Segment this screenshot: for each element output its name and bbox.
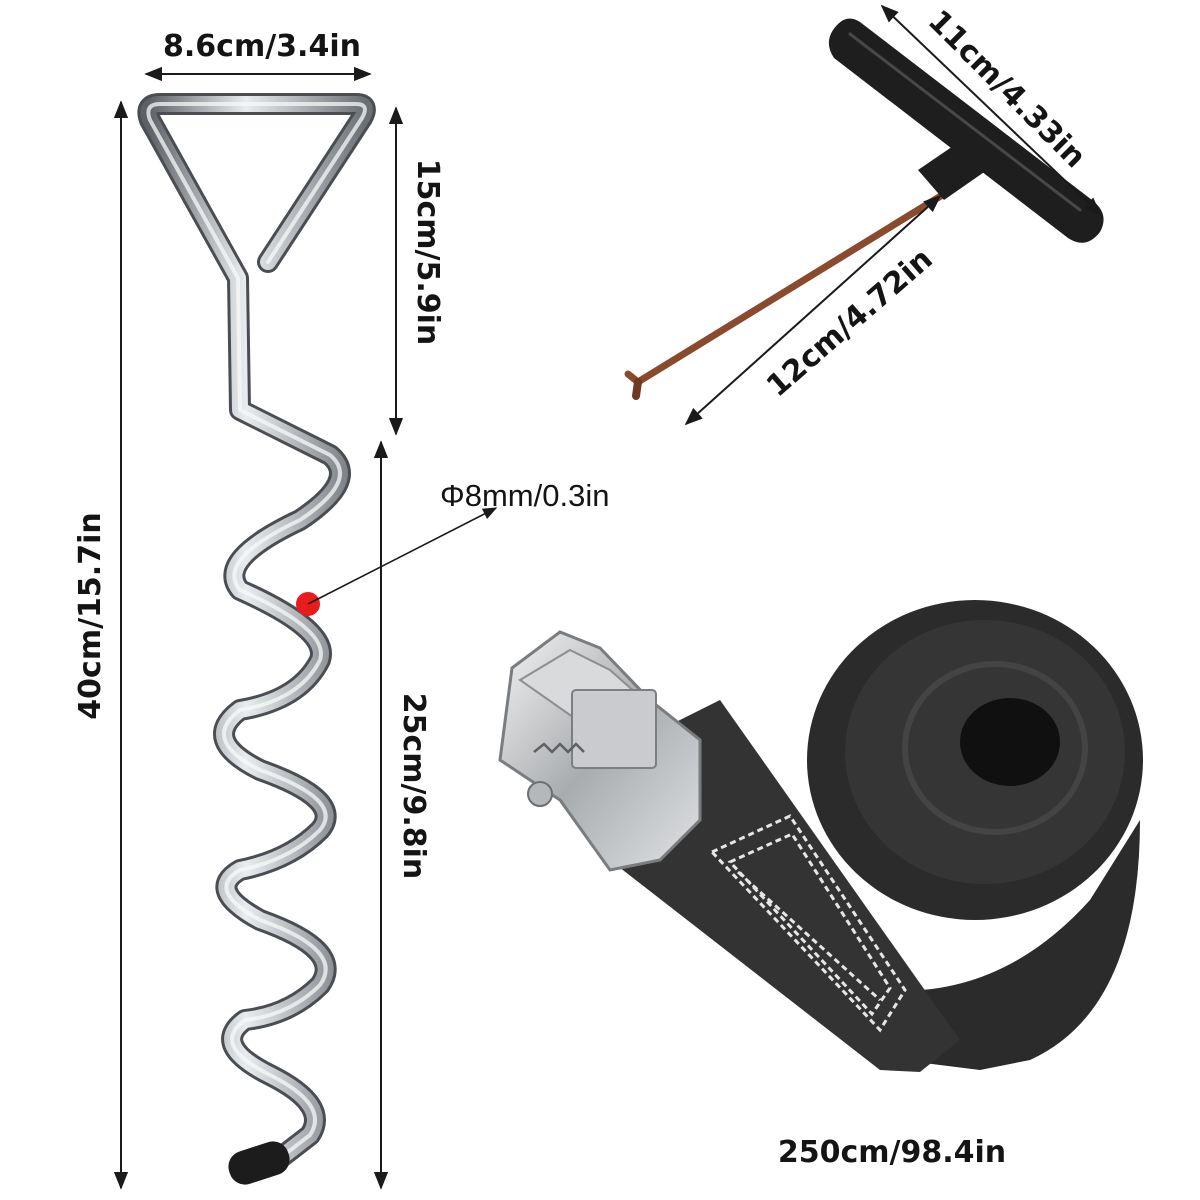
anchor-width-label: 8.6cm/3.4in — [163, 29, 361, 64]
wire-diameter-label: Φ8mm/0.3in — [440, 478, 609, 513]
tool-shaft-label: 12cm/4.72in — [760, 242, 940, 404]
tool-shaft-dimension-line — [684, 194, 942, 426]
t-handle-tool — [624, 18, 1104, 400]
anchor-spiral-label: 25cm/9.8in — [396, 693, 431, 880]
ratchet-strap — [498, 600, 1143, 1072]
tool-handle-dimension-line — [880, 4, 1102, 216]
ground-anchor — [137, 93, 376, 1185]
anchor-end-cap — [228, 1141, 290, 1185]
buckle-teeth — [533, 742, 585, 754]
anchor-wire-shadow — [137, 93, 376, 1173]
anchor-wire-highlight — [146, 102, 367, 1164]
buckle-rivet — [527, 781, 553, 807]
anchor-total-height-label: 40cm/15.7in — [73, 512, 108, 719]
strap-roll-core — [960, 698, 1060, 786]
diameter-leader-line — [307, 507, 498, 605]
anchor-wire — [140, 96, 373, 1170]
anchor-handle-label: 15cm/5.9in — [410, 159, 445, 346]
strap-tail — [880, 820, 1140, 1070]
strap-roll-ring — [902, 661, 1088, 835]
strap-stitching — [709, 814, 907, 1033]
strap-length-label: 250cm/98.4in — [778, 1135, 1006, 1170]
tool-rod-hook — [632, 378, 642, 400]
buckle-plate — [571, 689, 657, 769]
